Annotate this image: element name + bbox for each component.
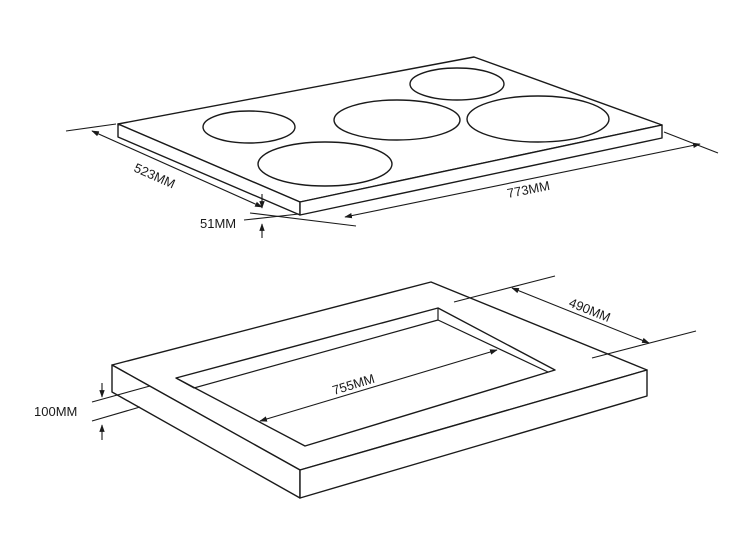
width-label: 773MM — [506, 178, 551, 201]
cutout-opening-inner-edge — [437, 319, 549, 373]
burner-front-right — [257, 141, 393, 187]
cutout-depth-dimension-line — [511, 287, 650, 344]
depth-dimension-line — [91, 130, 263, 208]
burner-rear-right — [466, 95, 610, 143]
depth-label: 523MM — [132, 160, 178, 191]
cutout-depth-label: 490MM — [567, 295, 613, 325]
width-dimension-line — [344, 142, 701, 219]
burner-front-left — [202, 110, 296, 144]
cutout-depth-extension-line-rear — [453, 275, 556, 303]
height-extension-line-top — [91, 385, 151, 403]
cutout-width-dimension-line — [259, 349, 498, 422]
burner-rear-center — [333, 99, 461, 141]
width-extension-line — [663, 131, 719, 154]
thickness-extension-line — [243, 213, 300, 221]
burner-rear-left — [409, 67, 505, 101]
depth-extension-line — [65, 123, 117, 132]
cutout-frame-right — [299, 369, 648, 499]
hob-drawing: 523MM 773MM 51MM — [65, 56, 719, 238]
height-label: 100MM — [34, 404, 77, 419]
depth-extension-line-front — [249, 212, 357, 227]
cutout-depth-extension-line-front — [591, 330, 697, 359]
thickness-label: 51MM — [200, 216, 236, 231]
height-extension-line-bottom — [91, 406, 141, 422]
cutout-drawing: 755MM 490MM 100MM — [34, 275, 697, 499]
